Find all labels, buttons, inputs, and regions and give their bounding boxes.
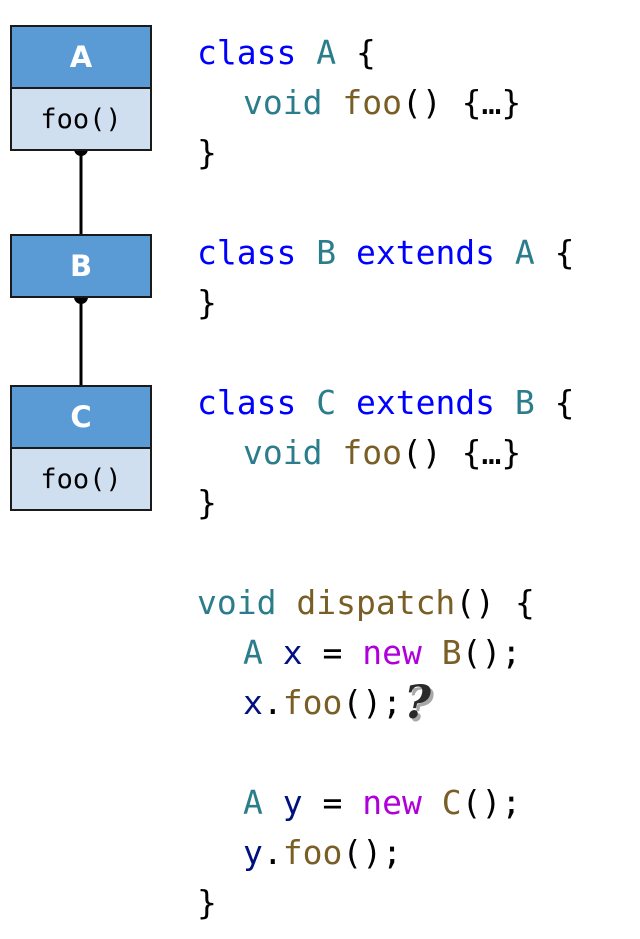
punctuation: (): [401, 433, 442, 472]
punctuation: =: [302, 633, 363, 672]
variable-name: x: [243, 683, 263, 722]
code-line-x-foo: x.foo();?: [197, 678, 575, 728]
keyword-extends: extends: [355, 233, 496, 272]
variable-name: y: [282, 783, 303, 822]
punctuation: .: [262, 683, 283, 722]
type-name: A: [316, 33, 337, 72]
punctuation: ();: [461, 633, 522, 672]
keyword-class: class: [197, 33, 297, 72]
type-name: A: [243, 633, 263, 672]
method-name: foo: [282, 833, 343, 872]
blank-line: [197, 178, 575, 228]
uml-class-a: A foo(): [10, 25, 152, 151]
blank-line: [197, 728, 575, 778]
keyword-void: void: [243, 433, 323, 472]
punctuation: =: [302, 783, 363, 822]
code-line-class-b: class B extends A {: [197, 228, 575, 278]
punctuation: {: [355, 33, 376, 72]
punctuation: }: [197, 483, 217, 522]
keyword-class: class: [197, 383, 297, 422]
code-line-close: }: [197, 278, 575, 328]
code-line-dispatch: void dispatch() {: [197, 578, 575, 628]
code-line-class-c: class C extends B {: [197, 378, 575, 428]
keyword-class: class: [197, 233, 297, 272]
punctuation: (): [455, 583, 496, 622]
code-line-class-a: class A {: [197, 28, 575, 78]
uml-class-c-name: C: [12, 387, 150, 447]
blank-line: [197, 328, 575, 378]
uml-class-a-name: A: [12, 27, 150, 87]
method-body: {…}: [461, 433, 522, 472]
punctuation: (): [401, 83, 442, 122]
method-name: foo: [282, 683, 343, 722]
keyword-new: new: [362, 633, 422, 672]
punctuation: {: [554, 383, 575, 422]
punctuation: }: [197, 283, 217, 322]
type-name: A: [514, 233, 535, 272]
code-line-a-foo: void foo() {…}: [197, 78, 575, 128]
constructor-name: C: [441, 783, 462, 822]
code-line-y-foo: y.foo();: [197, 828, 575, 878]
variable-name: y: [243, 833, 263, 872]
uml-class-b-name: B: [12, 236, 150, 296]
code-line-c-foo: void foo() {…}: [197, 428, 575, 478]
punctuation: {: [554, 233, 575, 272]
uml-class-c: C foo(): [10, 385, 152, 511]
question-mark-icon: ?: [403, 675, 431, 729]
type-name: C: [316, 383, 337, 422]
uml-class-c-method: foo(): [12, 447, 150, 509]
keyword-void: void: [197, 583, 277, 622]
variable-name: x: [282, 633, 303, 672]
method-name: dispatch: [296, 583, 456, 622]
blank-line: [197, 528, 575, 578]
keyword-new: new: [362, 783, 422, 822]
code-line-new-b: A x = new B();: [197, 628, 575, 678]
uml-class-a-method: foo(): [12, 87, 150, 149]
punctuation: }: [197, 883, 217, 922]
method-body: {…}: [461, 83, 522, 122]
punctuation: ();: [461, 783, 522, 822]
uml-diagram: A foo() B C foo(): [0, 0, 170, 939]
type-name: B: [316, 233, 337, 272]
constructor-name: B: [441, 633, 462, 672]
keyword-void: void: [243, 83, 323, 122]
punctuation: ();: [342, 833, 402, 872]
method-name: foo: [342, 433, 402, 472]
code-line-close: }: [197, 128, 575, 178]
keyword-extends: extends: [355, 383, 496, 422]
punctuation: ();: [342, 683, 402, 722]
type-name: B: [514, 383, 535, 422]
type-name: A: [243, 783, 263, 822]
uml-class-b: B: [10, 234, 152, 298]
code-listing: class A { void foo() {…} } class B exten…: [197, 28, 575, 928]
code-line-close: }: [197, 878, 575, 928]
punctuation: }: [197, 133, 217, 172]
code-line-new-c: A y = new C();: [197, 778, 575, 828]
punctuation: .: [262, 833, 283, 872]
code-line-close: }: [197, 478, 575, 528]
method-name: foo: [342, 83, 402, 122]
punctuation: {: [514, 583, 535, 622]
